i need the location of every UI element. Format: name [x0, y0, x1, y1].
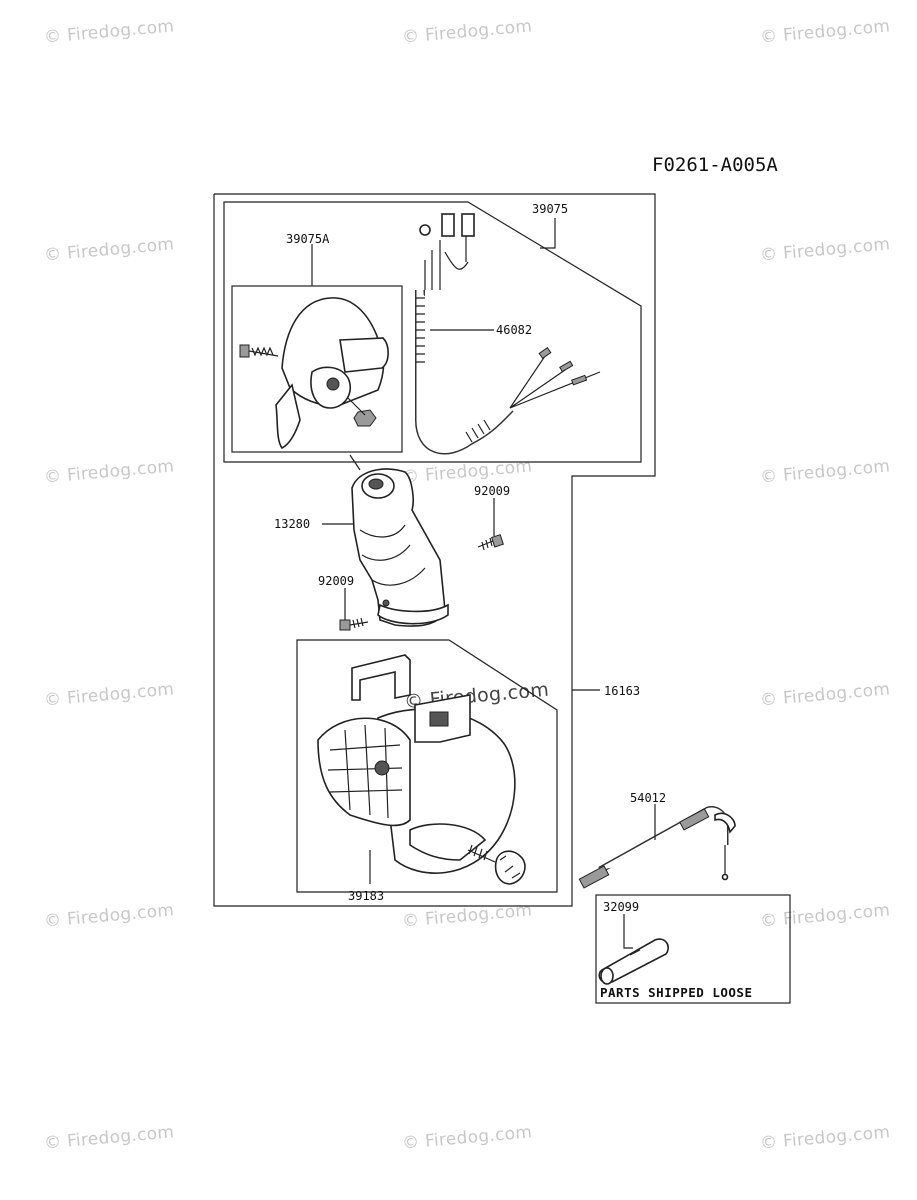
kit-box-39183: [296, 639, 558, 893]
label-16163: 16163: [604, 684, 640, 698]
kit-box-39075A: [231, 285, 403, 453]
assembly-frame: [213, 193, 656, 907]
label-39183: 39183: [348, 889, 384, 903]
label-13280: 13280: [274, 517, 310, 531]
label-39075A: 39075A: [286, 232, 330, 246]
guard-knob: [467, 844, 526, 885]
loose-parts-box: [595, 894, 791, 1004]
loose-parts-note: PARTS SHIPPED LOOSE: [600, 985, 753, 1000]
throttle-lever: [275, 297, 389, 450]
part-32099: [598, 938, 670, 985]
leader-lines: [311, 218, 656, 949]
lever-screw: [239, 344, 279, 358]
label-39075: 39075: [532, 202, 568, 216]
lever-nut: [353, 409, 377, 427]
kit-box-39075: [223, 201, 642, 463]
diagram-id: F0261-A005A: [652, 154, 778, 176]
label-32099: 32099: [603, 900, 639, 914]
screw-92009-upper: [477, 534, 504, 551]
handle-body: [351, 468, 449, 627]
hand-guard: [317, 654, 516, 874]
label-92009-upper: 92009: [474, 484, 510, 498]
label-92009-lower: 92009: [318, 574, 354, 588]
label-54012: 54012: [630, 791, 666, 805]
label-46082: 46082: [496, 323, 532, 337]
throttle-cable-54012: [578, 806, 736, 889]
screw-92009-lower: [339, 617, 369, 631]
